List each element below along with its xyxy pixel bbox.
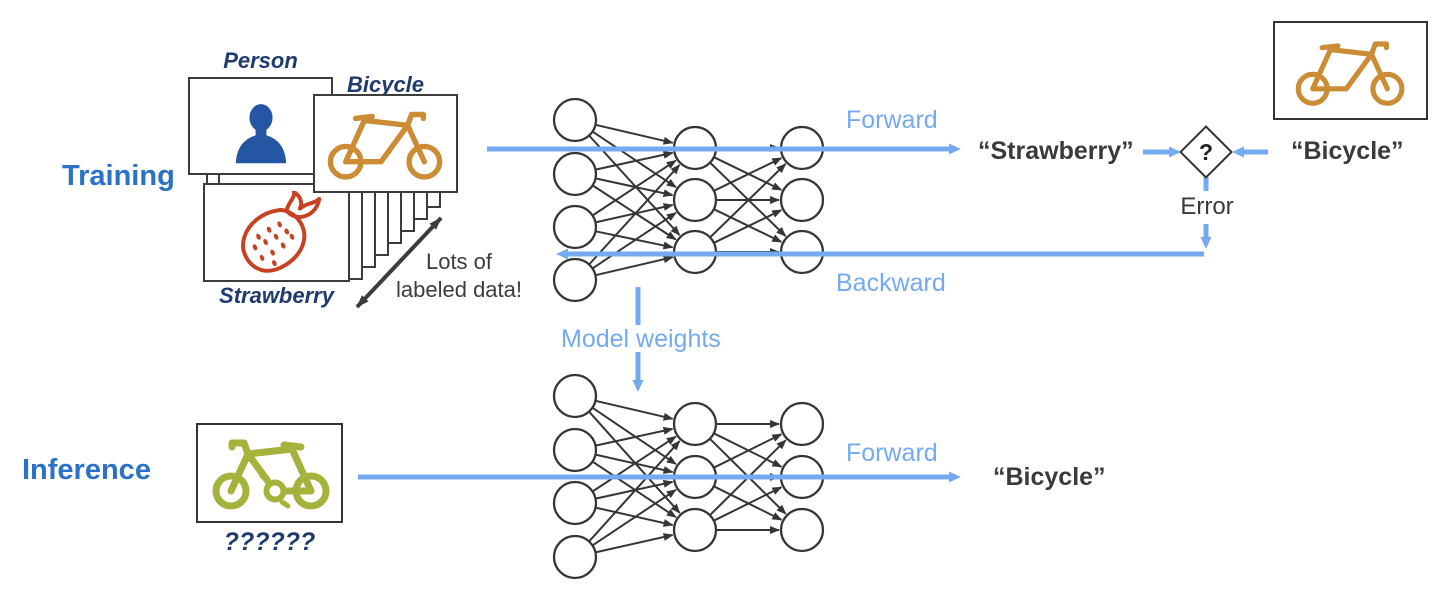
network-node xyxy=(672,401,718,447)
network-node xyxy=(552,204,598,250)
bicycle-icon xyxy=(327,111,442,180)
bicycle-image-card xyxy=(313,94,458,193)
network-node xyxy=(672,229,718,275)
person-image-label: Person xyxy=(223,48,298,73)
network-node xyxy=(552,151,598,197)
network-node xyxy=(672,507,718,553)
strawberry-image-card xyxy=(203,183,350,282)
bicycle-icon xyxy=(1295,41,1404,106)
strawberry-image-label: Strawberry xyxy=(219,283,334,308)
network-node xyxy=(779,229,825,275)
network-node xyxy=(672,454,718,500)
inference-prediction-label: “Bicycle” xyxy=(993,463,1106,491)
network-node xyxy=(552,257,598,303)
network-node xyxy=(672,177,718,223)
network-node xyxy=(552,97,598,143)
person-icon xyxy=(235,104,286,164)
network-node xyxy=(552,427,598,473)
network-node xyxy=(672,125,718,171)
network-node xyxy=(779,401,825,447)
comparison-question-mark: ? xyxy=(1198,138,1214,165)
network-node xyxy=(552,373,598,419)
prediction-label: “Strawberry” xyxy=(978,137,1134,165)
network-node xyxy=(779,507,825,553)
person-image-card xyxy=(188,77,333,175)
inference-section-label: Inference xyxy=(22,454,151,486)
flow-arrows xyxy=(355,143,1268,483)
network-node xyxy=(779,177,825,223)
green-bicycle-icon xyxy=(212,439,329,510)
inference-input-card xyxy=(196,423,343,523)
inference-input-label: ?????? xyxy=(223,528,316,556)
error-label: Error xyxy=(1180,193,1234,220)
ground-truth-label: “Bicycle” xyxy=(1291,137,1404,165)
bicycle-image-label: Bicycle xyxy=(346,72,425,97)
ground-truth-image-card xyxy=(1273,21,1428,120)
network-node xyxy=(552,480,598,526)
model-weights-label: Model weights xyxy=(561,325,721,353)
strawberry-icon xyxy=(240,191,321,273)
network-node xyxy=(779,454,825,500)
forward-top-label: Forward xyxy=(846,106,938,134)
labeled-data-note: Lots of labeled data! xyxy=(396,249,522,302)
training-section-label: Training xyxy=(62,160,175,192)
network-node xyxy=(779,125,825,171)
forward-bottom-label: Forward xyxy=(846,439,938,467)
strawberry-seeds xyxy=(252,221,294,267)
network-node xyxy=(552,534,598,580)
backward-label: Backward xyxy=(836,269,946,297)
